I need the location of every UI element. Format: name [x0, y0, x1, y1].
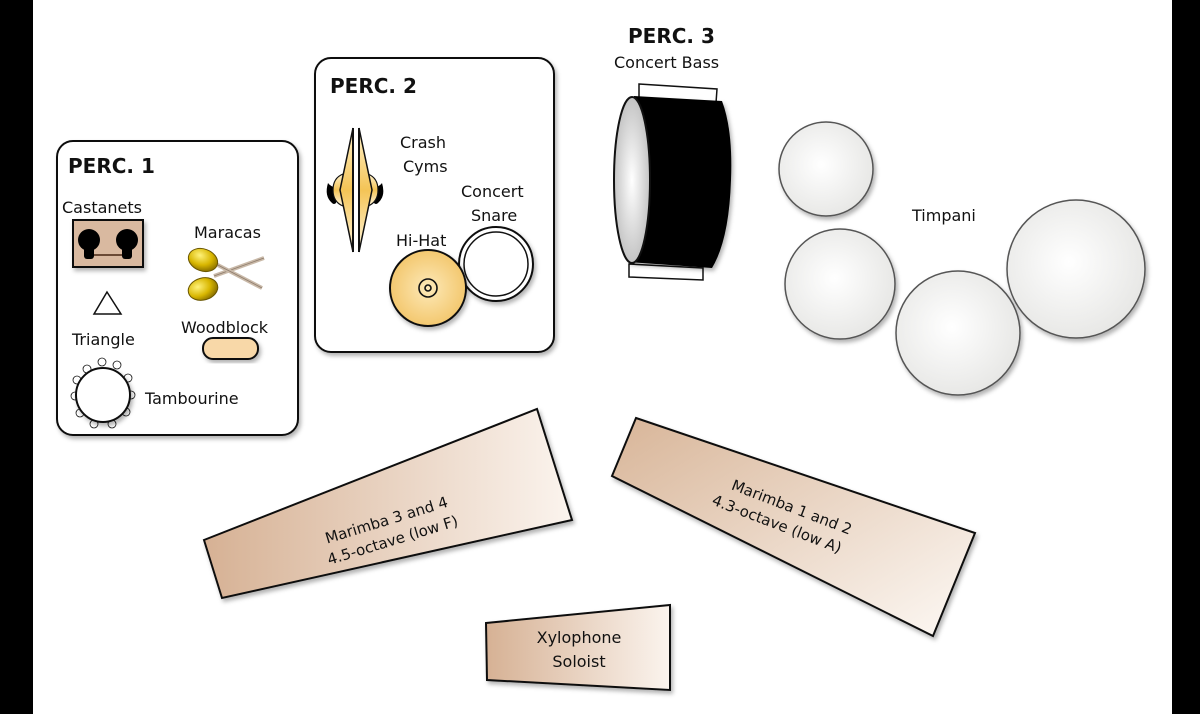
xylophone-label-line1: Xylophone — [537, 628, 622, 647]
crash-cymbals-icon — [326, 127, 384, 253]
perc1-group: PERC. 1 Castanets Maracas Triangle Wood — [56, 140, 299, 436]
snare-drum-icon — [458, 226, 534, 302]
hi-hat-icon — [389, 249, 467, 327]
crash-cymbals-label-line2: Cyms — [403, 157, 448, 176]
bass-drum-icon — [613, 83, 732, 281]
tambourine-icon — [70, 357, 136, 429]
bass-drum-label: Concert Bass — [614, 53, 719, 72]
xylophone-icon — [484, 603, 671, 692]
triangle-label: Triangle — [71, 330, 135, 349]
perc3-group: PERC. 3 Concert Bass — [613, 24, 732, 281]
xylophone: Xylophone Soloist — [484, 603, 671, 692]
perc2-title: PERC. 2 — [330, 74, 417, 98]
castanets-label: Castanets — [62, 198, 142, 217]
perc2-group: PERC. 2 Crash Cyms Concert Snare Hi-Hat — [314, 57, 555, 353]
timpani-icon — [784, 228, 896, 340]
woodblock-icon — [202, 337, 259, 360]
timpani-label: Timpani — [911, 206, 976, 225]
timpani-icon — [1006, 199, 1146, 339]
perc1-title: PERC. 1 — [68, 154, 155, 178]
marimba-3-4-icon — [202, 407, 574, 600]
marimba-1-2-icon — [610, 416, 977, 638]
castanets-icon — [72, 219, 144, 268]
perc3-title: PERC. 3 — [628, 24, 715, 48]
timpani-icon — [778, 121, 874, 217]
timpani-group: Timpani — [778, 121, 1146, 396]
marimba-3-4: Marimba 3 and 4 4.5-octave (low F) — [202, 407, 574, 600]
tambourine-label: Tambourine — [144, 389, 239, 408]
maracas-label: Maracas — [194, 223, 261, 242]
marimba-1-2: Marimba 1 and 2 4.3-octave (low A) — [610, 416, 977, 638]
triangle-icon — [92, 290, 123, 315]
stage-layout-svg: PERC. 1 Castanets Maracas Triangle Wood — [56, 24, 1146, 692]
crash-cymbals-label-line1: Crash — [400, 133, 446, 152]
maracas-icon — [187, 247, 265, 301]
snare-label-line2: Snare — [471, 206, 517, 225]
timpani-icon — [895, 270, 1021, 396]
xylophone-label-line2: Soloist — [552, 652, 605, 671]
snare-label-line1: Concert — [461, 182, 524, 201]
stage-diagram: PERC. 1 Castanets Maracas Triangle Wood — [33, 0, 1172, 714]
hi-hat-label: Hi-Hat — [396, 231, 446, 250]
woodblock-label: Woodblock — [181, 318, 269, 337]
